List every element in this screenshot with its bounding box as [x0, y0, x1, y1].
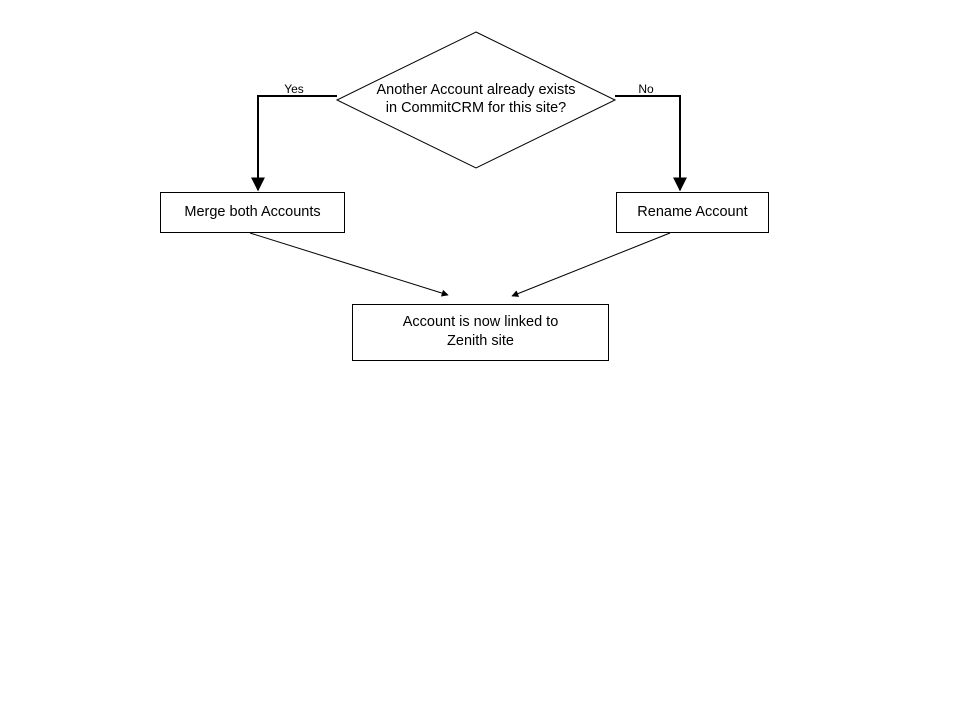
- rename-to-result-connector: [511, 232, 671, 297]
- no-connector: [615, 95, 687, 192]
- yes-connector: [251, 95, 337, 192]
- merge-accounts-box: [160, 192, 345, 233]
- result-label-line-2: Zenith site: [447, 333, 514, 349]
- rename-account-label: Rename Account: [637, 204, 748, 220]
- result-box: [352, 304, 609, 361]
- result-label: Account is now linked to Zenith site: [352, 313, 609, 351]
- decision-diamond: [335, 31, 617, 169]
- decision-question-line-1: Another Account already exists: [376, 82, 576, 98]
- no-label: No: [638, 82, 654, 96]
- merge-accounts-label: Merge both Accounts: [184, 204, 321, 220]
- rename-account-box: [616, 192, 769, 233]
- decision-question-line-2: in CommitCRM for this site?: [385, 100, 567, 116]
- result-label-line-1: Account is now linked to: [402, 314, 559, 330]
- yes-label: Yes: [284, 82, 304, 96]
- decision-question: Another Account already exists in Commit…: [337, 81, 615, 117]
- merge-to-result-connector: [249, 232, 449, 297]
